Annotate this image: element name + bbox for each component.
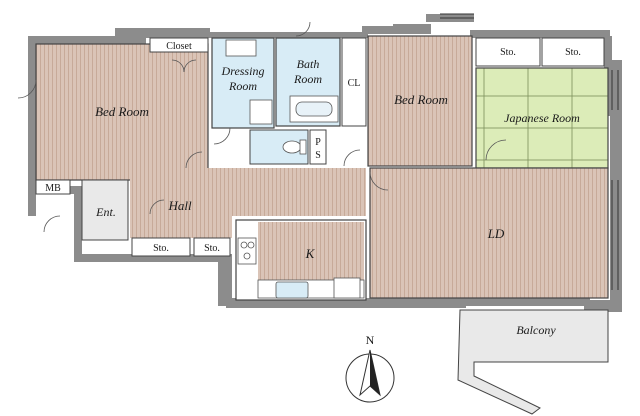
window-marks [440, 13, 619, 290]
storage-hall-2-label: Sto. [204, 243, 220, 254]
pipe-space [309, 129, 327, 165]
storage-top-1-label: Sto. [500, 47, 516, 58]
hall [130, 168, 366, 216]
bed-room-west [35, 43, 209, 181]
storage-hall-1 [131, 237, 191, 257]
storage-hall-2 [193, 237, 231, 257]
north-label: N [366, 333, 375, 347]
toilet-bowl [282, 140, 302, 154]
door-swings [17, 21, 507, 233]
meter-box-label: MB [45, 183, 61, 194]
japanese-room-label: Japanese Room [504, 111, 580, 125]
ps-label-p: P [315, 137, 321, 148]
balcony [457, 309, 609, 415]
balcony-label: Balcony [516, 323, 556, 337]
cl-closet [341, 37, 367, 127]
hall-label: Hall [167, 198, 192, 213]
living-dining [369, 167, 609, 299]
dressing-label-2: Room [228, 79, 257, 93]
meter-box [35, 179, 71, 195]
dressing-label-1: Dressing [221, 64, 265, 78]
refrigerator [333, 277, 361, 299]
kitchen-floor [258, 222, 364, 280]
entrance [81, 179, 129, 241]
bed-room-west-label: Bed Room [95, 104, 149, 119]
living-dining-label: LD [487, 226, 505, 241]
storage-top-2-label: Sto. [565, 47, 581, 58]
kitchen-label: K [305, 246, 316, 261]
storage-top-1 [475, 37, 541, 67]
bath-label-1: Bath [297, 57, 320, 71]
north-compass: N [345, 333, 395, 403]
japanese-room [475, 67, 609, 169]
washing-machine-pan [249, 99, 273, 125]
washbasin [225, 39, 257, 57]
entrance-label: Ent. [95, 205, 116, 219]
storage-top-2 [541, 37, 605, 67]
closet [149, 37, 209, 53]
ps-label-s: S [315, 150, 321, 161]
bed-room-center [367, 35, 473, 167]
kitchen-sink [275, 281, 309, 299]
stove [237, 237, 257, 265]
hall-lower [130, 214, 232, 238]
cl-label: CL [348, 78, 361, 89]
closet-label: Closet [166, 41, 192, 52]
storage-hall-1-label: Sto. [153, 243, 169, 254]
bath-label-2: Room [293, 72, 322, 86]
bed-room-center-label: Bed Room [394, 92, 448, 107]
